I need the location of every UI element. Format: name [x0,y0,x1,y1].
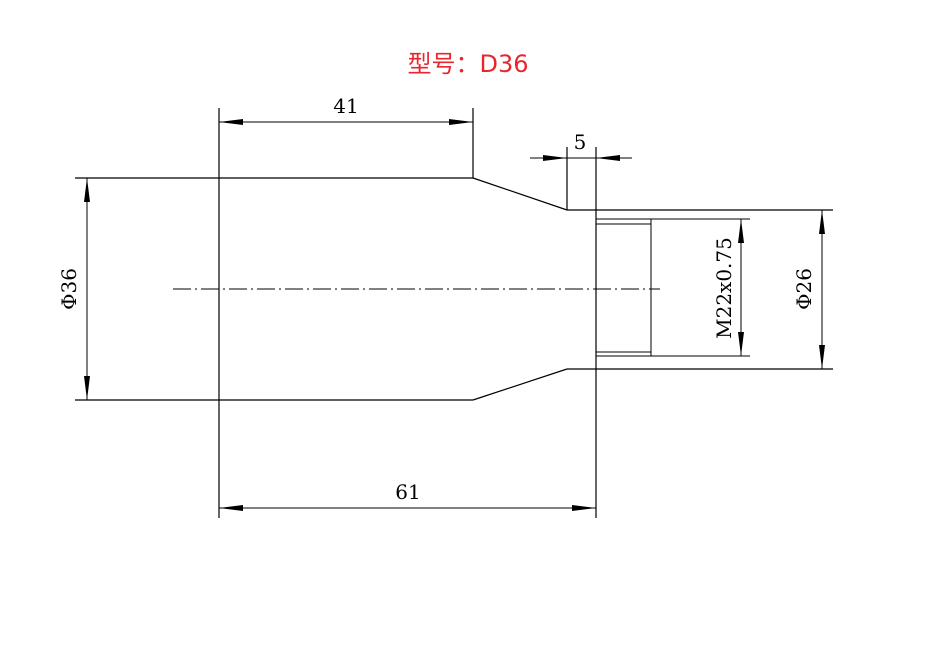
dimension-dia-26-label: Φ26 [792,268,816,310]
dimension-dia-26: Φ26 [792,210,825,369]
dimension-thread-label: M22x0.75 [712,237,736,339]
dimension-5: 5 [530,130,632,161]
thread-section [596,218,750,357]
dimension-41-label: 41 [333,94,358,118]
dimension-41: 41 [219,94,473,125]
dimension-61-label: 61 [395,480,420,504]
dimension-dia-36-label: Φ36 [57,268,81,310]
part-outline [75,108,833,518]
dimension-thread: M22x0.75 [712,219,744,356]
dimension-61: 61 [219,480,596,511]
dimension-dia-36: Φ36 [57,178,90,400]
dimension-5-label: 5 [574,130,587,154]
model-title: 型号：D36 [407,50,528,78]
